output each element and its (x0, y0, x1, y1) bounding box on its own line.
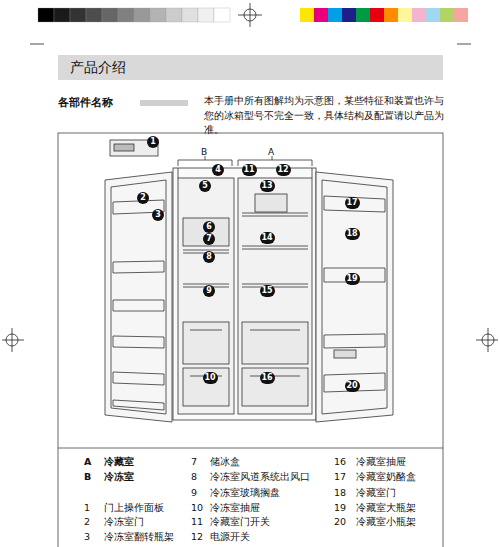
color-bar (314, 8, 328, 22)
callout-number: 19 (345, 273, 360, 285)
legend-key: 17 (334, 470, 346, 484)
part-name: 冷藏室大瓶架 (356, 501, 416, 515)
callout-number: 5 (199, 180, 211, 192)
part-name: 冷藏室抽屉 (356, 455, 406, 469)
gray-bar (70, 8, 86, 22)
gray-bar (198, 8, 214, 22)
bracket-label: B (201, 146, 207, 159)
callout-number: 7 (203, 233, 215, 245)
legend-key: 19 (334, 501, 346, 515)
part-name: 冷藏室门 (356, 486, 396, 500)
callout-number: 4 (212, 164, 224, 176)
heading-bar (140, 100, 188, 106)
color-bar (454, 8, 468, 22)
legend-key: 9 (191, 486, 197, 500)
legend-key: 3 (84, 530, 90, 544)
legend-key: 11 (191, 515, 203, 529)
part-name: 电源开关 (210, 530, 250, 544)
callout-number: 18 (345, 228, 360, 240)
part-name: 冷藏室门开关 (210, 515, 270, 529)
part-name: 储冰盒 (210, 455, 240, 469)
color-bar (412, 8, 426, 22)
intro-text: 本手册中所有图解均为示意图，某些特征和装置也许与您的冰箱型号不完全一致，具体结构… (204, 94, 449, 138)
part-name: 冷冻室风道系统出风口 (210, 470, 310, 484)
gray-bar (182, 8, 198, 22)
color-bar (356, 8, 370, 22)
legend-key: B (84, 470, 91, 484)
legend-key: 8 (191, 470, 197, 484)
color-bar (342, 8, 356, 22)
title-band (58, 55, 443, 80)
frame-divider (58, 448, 443, 449)
diagram-frame (58, 133, 443, 547)
callout-number: 17 (345, 197, 360, 209)
color-bars (38, 8, 468, 22)
legend-key: 7 (191, 455, 197, 469)
legend-key: 2 (84, 515, 90, 529)
callout-number: 15 (260, 285, 275, 297)
gray-bar (102, 8, 118, 22)
legend-key: 1 (84, 501, 90, 515)
legend-key: 10 (191, 501, 203, 515)
gray-bar (150, 8, 166, 22)
callout-number: 3 (152, 209, 164, 221)
gray-bar (86, 8, 102, 22)
part-name: 冷冻室玻璃搁盘 (210, 486, 280, 500)
color-bar (398, 8, 412, 22)
callout-number: 1 (147, 136, 159, 148)
callout-number: 6 (203, 221, 215, 233)
callout-number: 2 (137, 192, 149, 204)
part-name: 冷藏室 (104, 455, 134, 469)
color-bar (384, 8, 398, 22)
callout-number: 9 (203, 285, 215, 297)
part-name: 门上操作面板 (104, 501, 164, 515)
legend-key: 18 (334, 486, 346, 500)
callout-number: 10 (203, 372, 218, 384)
gray-bar (38, 8, 54, 22)
legend-key: 16 (334, 455, 346, 469)
color-bar (370, 8, 384, 22)
section-title: 产品介绍 (70, 59, 126, 76)
color-bar (440, 8, 454, 22)
color-bar (328, 8, 342, 22)
part-name: 冷冻室抽屉 (210, 501, 260, 515)
legend-key: 20 (334, 515, 346, 529)
color-bar (300, 8, 314, 22)
callout-number: 20 (345, 380, 360, 392)
part-name: 冷冻室门 (104, 515, 144, 529)
part-name: 冷藏室奶酪盒 (356, 470, 416, 484)
part-name: 冷藏室小瓶架 (356, 515, 416, 529)
legend-key: A (84, 455, 91, 469)
part-name: 冷冻室 (104, 470, 134, 484)
gray-bar (166, 8, 182, 22)
section-heading: 各部件名称 (58, 95, 113, 111)
callout-number: 16 (260, 372, 275, 384)
legend-key: 12 (191, 530, 203, 544)
callout-number: 14 (260, 232, 275, 244)
gray-bar (214, 8, 230, 22)
callout-number: 12 (276, 164, 291, 176)
callout-number: 11 (242, 164, 257, 176)
gray-bar (54, 8, 70, 22)
fridge-drawing (105, 140, 393, 422)
gray-bar (134, 8, 150, 22)
color-bar (426, 8, 440, 22)
callout-number: 13 (260, 180, 275, 192)
part-name: 冷冻室翻转瓶架 (104, 530, 174, 544)
gray-bar (118, 8, 134, 22)
callout-number: 8 (203, 251, 215, 263)
bracket-label: A (268, 146, 274, 159)
